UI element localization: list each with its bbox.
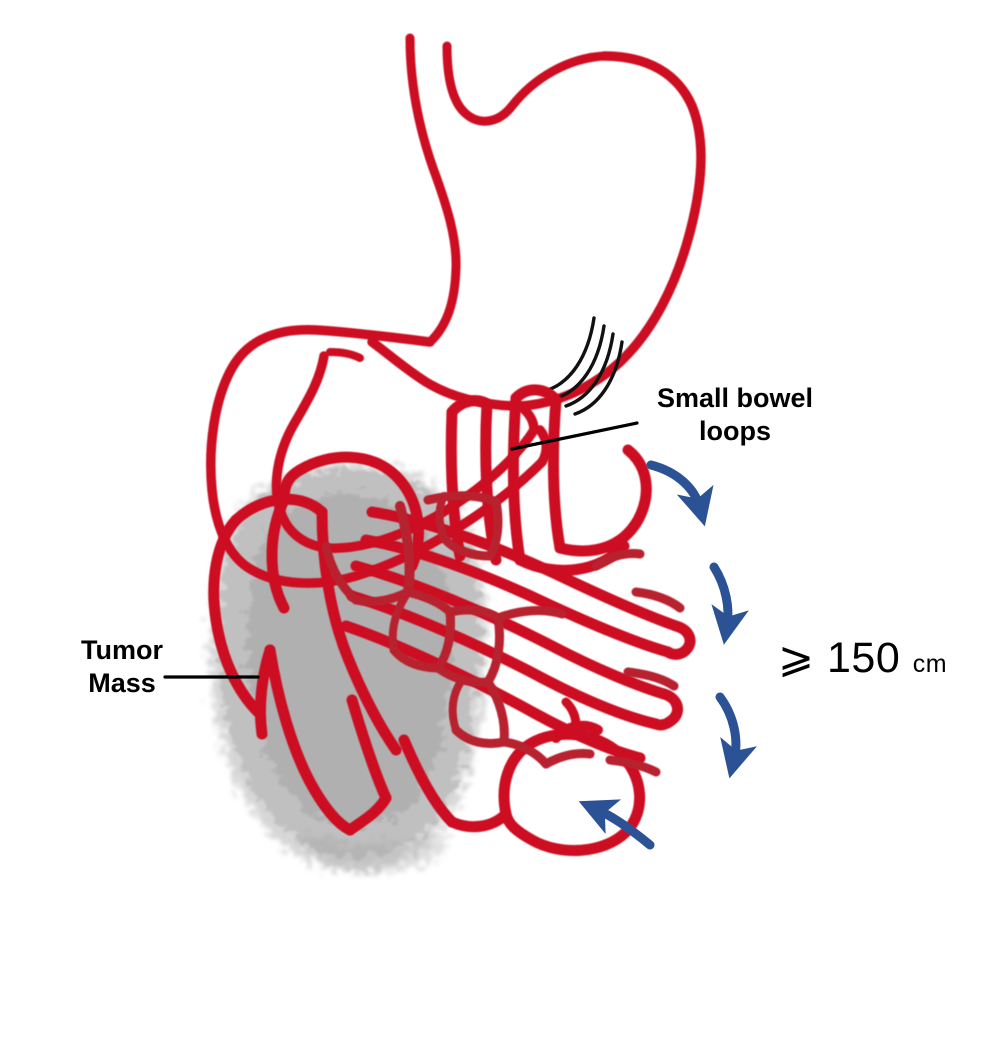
flow-arrow-1 — [646, 460, 714, 527]
flow-arrows — [578, 460, 758, 850]
peristalsis-lines — [546, 316, 624, 416]
flow-arrow-3 — [715, 692, 758, 779]
length-unit: cm — [912, 650, 948, 678]
label-small-bowel-line1: Small bowel — [656, 383, 814, 413]
small-bowel-leader — [510, 421, 639, 451]
length-value: 150 — [826, 634, 901, 682]
flow-arrow-4 — [578, 799, 655, 850]
length-symbol: ⩾ — [778, 634, 815, 682]
label-tumor-line1: Tumor — [81, 635, 163, 665]
label-small-bowel-loops: Small bowel loops — [640, 382, 830, 448]
mesenteric-vessels — [321, 491, 685, 777]
label-tumor-mass: Tumor Mass — [52, 634, 192, 700]
flow-arrow-2 — [709, 562, 749, 645]
label-length-measure: ⩾ 150 cm — [778, 633, 947, 683]
label-tumor-line2: Mass — [88, 667, 156, 698]
leader-lines — [163, 421, 639, 679]
label-small-bowel-line2: loops — [699, 415, 771, 446]
